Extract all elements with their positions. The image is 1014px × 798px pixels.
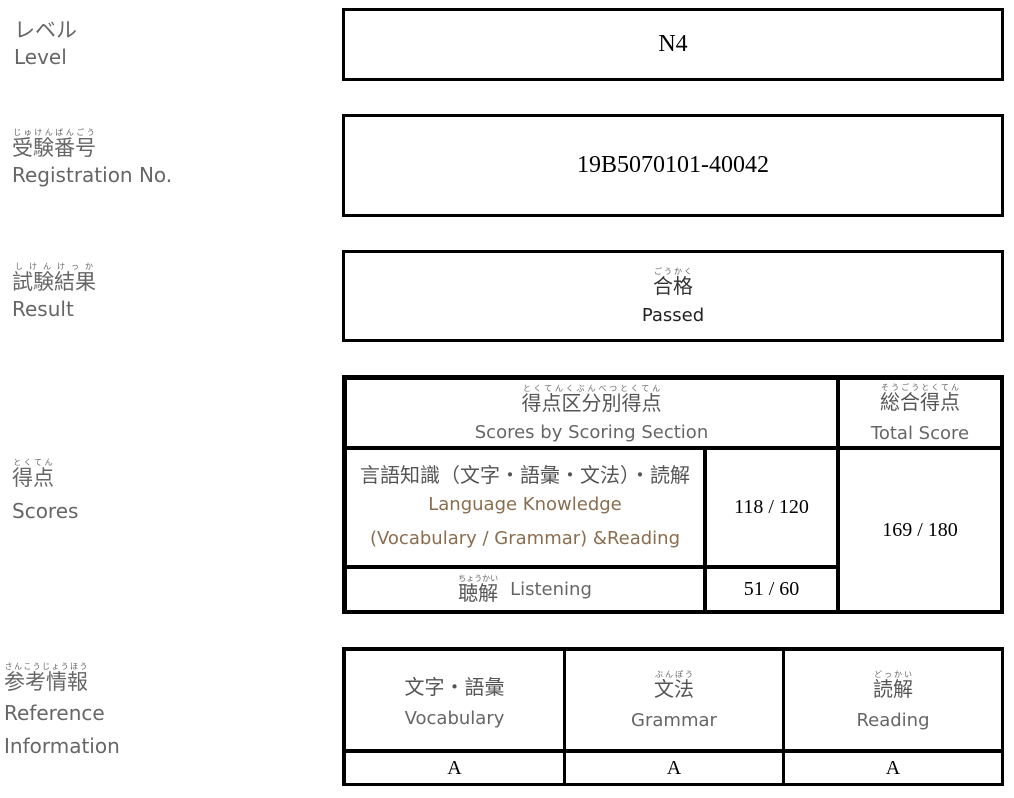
level-box: N4	[342, 8, 1004, 81]
section-header-rt: とくてんくぶんべつとくてん	[521, 383, 662, 393]
reading-header: 読解どっかい Reading	[785, 651, 1001, 749]
level-value: N4	[658, 31, 688, 57]
registration-label-jp: 受験番号	[12, 136, 96, 160]
registration-label-en: Registration No.	[12, 163, 173, 188]
section-header-jp: 得点区分別得点	[521, 390, 662, 415]
scores-table: 得点区分別得点とくてんくぶんべつとくてん Scores by Scoring S…	[342, 375, 1004, 614]
grammar-grade-cell: A	[566, 753, 782, 783]
language-knowledge-jp: 言語知識（文字・語彙・文法）・読解	[360, 462, 690, 487]
result-label-en: Result	[12, 297, 74, 322]
section-header-en: Scores by Scoring Section	[474, 421, 709, 443]
language-knowledge-score-cell: 118 / 120	[707, 450, 836, 565]
reference-label-en: Reference	[4, 701, 105, 726]
language-knowledge-cell: 言語知識（文字・語彙・文法）・読解 Language Knowledge (Vo…	[347, 450, 703, 565]
registration-label-rt: じゅけんばんごう	[12, 128, 96, 137]
result-label: 試験結果しけんけっか Result	[12, 262, 96, 323]
level-label-jp: レベル	[14, 18, 77, 42]
language-knowledge-score: 118 / 120	[734, 496, 809, 518]
total-header-rt: そうごうとくてん	[880, 382, 960, 392]
grammar-jp: 文法	[654, 676, 694, 701]
registration-value: 19B5070101-40042	[577, 152, 769, 178]
total-header-jp: 総合得点	[880, 389, 960, 414]
reading-grade: A	[885, 756, 901, 779]
scores-label: 得点とくてん Scores	[12, 458, 78, 525]
reference-label: 参考情報さんこうじょうほう Reference Information	[4, 662, 120, 760]
level-label-en: Level	[14, 45, 67, 70]
listening-en: Listening	[510, 579, 592, 600]
result-box: 合格ごうかく Passed	[342, 250, 1004, 342]
result-label-rt: しけんけっか	[12, 262, 96, 271]
grammar-en: Grammar	[631, 709, 717, 731]
total-score-cell: 169 / 180	[840, 450, 1000, 610]
reading-jp: 読解	[873, 676, 913, 701]
vocabulary-grade-cell: A	[346, 753, 563, 783]
vocabulary-en: Vocabulary	[404, 708, 505, 729]
grammar-rt: ぶんぽう	[654, 669, 694, 679]
reading-en: Reading	[856, 709, 930, 731]
total-score: 169 / 180	[882, 518, 958, 541]
total-header-en: Total Score	[870, 422, 970, 444]
grammar-header: 文法ぶんぽう Grammar	[566, 651, 782, 749]
reference-label-jp: 参考情報	[4, 670, 88, 694]
result-label-jp: 試験結果	[12, 270, 96, 294]
result-value-jp: 合格	[653, 273, 693, 298]
vocabulary-jp: 文字・語彙	[404, 675, 505, 699]
grammar-grade: A	[666, 756, 682, 779]
result-value-en: Passed	[641, 304, 705, 326]
level-label: レベル Level	[14, 16, 77, 71]
reference-label-en-2: Information	[4, 734, 120, 759]
reading-rt: どっかい	[873, 669, 913, 679]
scores-label-rt: とくてん	[12, 458, 54, 467]
scores-label-jp: 得点	[12, 466, 54, 490]
vocabulary-grade: A	[447, 756, 462, 779]
section-header: 得点区分別得点とくてんくぶんべつとくてん Scores by Scoring S…	[347, 380, 836, 446]
total-header: 総合得点そうごうとくてん Total Score	[840, 380, 1000, 446]
listening-score-cell: 51 / 60	[707, 569, 836, 610]
vocabulary-header: 文字・語彙 Vocabulary	[346, 651, 563, 749]
language-knowledge-en: Language Knowledge	[428, 493, 622, 515]
registration-label: 受験番号じゅけんばんごう Registration No.	[12, 128, 172, 189]
listening-rt: ちょうかい	[458, 573, 499, 583]
language-knowledge-en-sub: (Vocabulary / Grammar) &Reading	[369, 528, 681, 549]
listening-jp: 聴解	[458, 580, 499, 605]
reference-label-rt: さんこうじょうほう	[4, 662, 88, 671]
result-value-rt: ごうかく	[653, 266, 693, 276]
listening-score: 51 / 60	[743, 578, 800, 600]
reference-table: 文字・語彙 Vocabulary 文法ぶんぽう Grammar 読解どっかい R…	[342, 647, 1004, 786]
listening-cell: 聴解ちょうかい Listening	[347, 569, 703, 610]
reading-grade-cell: A	[785, 753, 1001, 783]
scores-label-en: Scores	[12, 499, 79, 524]
registration-box: 19B5070101-40042	[342, 114, 1004, 217]
